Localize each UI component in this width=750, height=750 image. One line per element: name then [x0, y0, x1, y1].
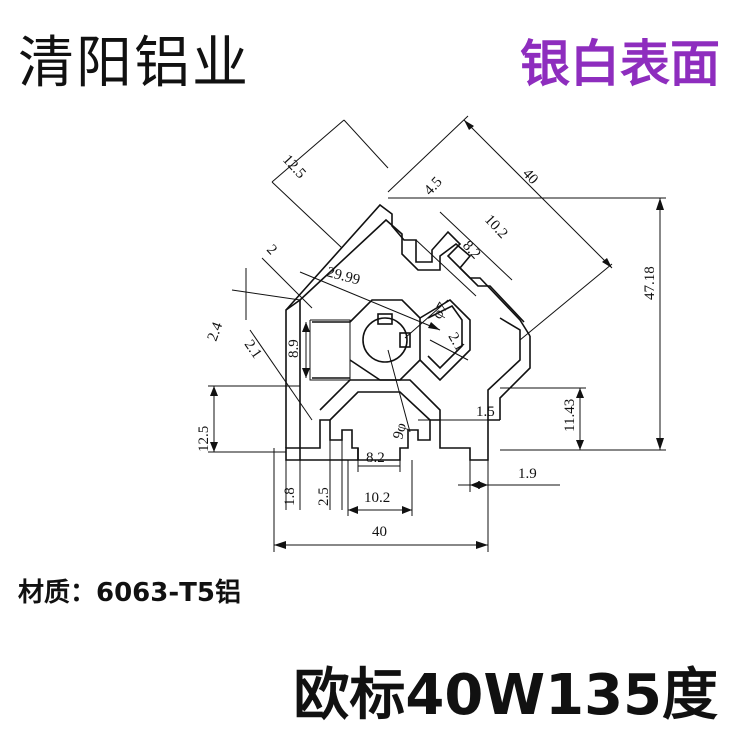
- dim-4-5: 4.5: [421, 174, 445, 199]
- brand-title: 清阳铝业: [18, 31, 250, 96]
- dim-1-9: 1.9: [518, 466, 537, 482]
- dim-40-bottom: 40: [372, 524, 387, 540]
- surface-finish-label: 银白表面: [520, 35, 720, 93]
- profile-outline: [285, 203, 531, 461]
- dim-40-diagonal: 40: [519, 166, 541, 188]
- dim-10-2-top: 10.2: [481, 212, 511, 242]
- dim-12-5-top: 12.5: [279, 152, 309, 182]
- dim-12-5-left: 12.5: [196, 426, 212, 452]
- product-title: 欧标40W135度: [293, 663, 718, 728]
- dimension-labels: 12.5 40 4.5 10.2 8.2 2 29.99 φ7 2.4 8.9 …: [196, 152, 658, 540]
- dim-8-2-bottom: 8.2: [366, 450, 385, 466]
- dim-2-1-left: 2.1: [241, 337, 265, 362]
- dim-phi-9: 9φ: [390, 421, 410, 441]
- dim-2-5: 2.5: [316, 487, 332, 506]
- dim-2-4: 2.4: [205, 320, 227, 344]
- dim-10-2-bottom: 10.2: [364, 490, 390, 506]
- dim-1-5: 1.5: [476, 404, 495, 420]
- material-label: 材质：6063-T5铝: [18, 578, 241, 608]
- dimension-lines: [208, 115, 666, 552]
- dim-1-8: 1.8: [282, 487, 298, 506]
- dim-8-2-top: 8.2: [459, 238, 483, 263]
- dim-47-18: 47.18: [642, 266, 658, 300]
- dim-phi-7: φ7: [430, 300, 452, 322]
- dim-2: 2: [263, 242, 280, 258]
- dim-2-1-right: 2.1: [445, 330, 468, 354]
- dim-11-43: 11.43: [562, 399, 578, 432]
- dim-8-9: 8.9: [286, 339, 302, 358]
